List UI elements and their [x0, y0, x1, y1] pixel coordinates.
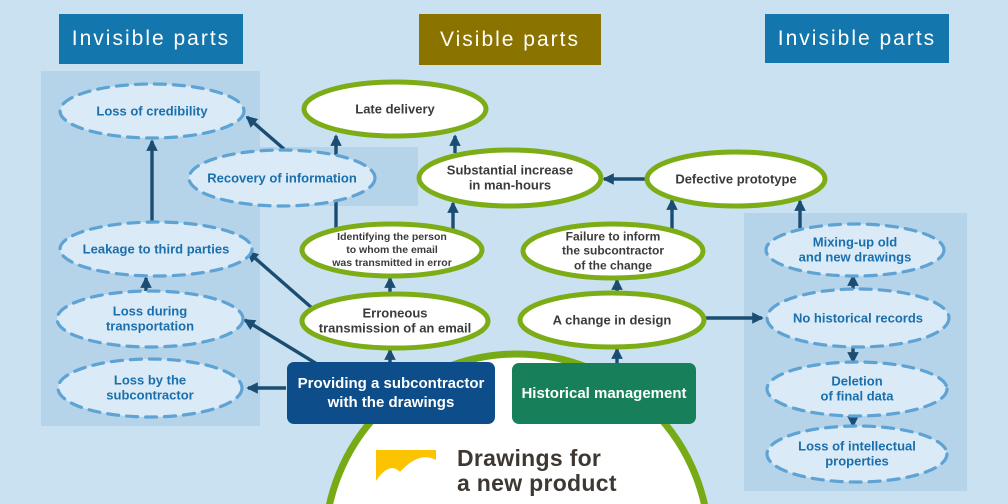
- node-failure-to-inform: [520, 221, 706, 281]
- node-identifying-person: [299, 221, 485, 279]
- label-late-delivery: Late delivery: [355, 101, 435, 117]
- header-invisible-parts-right: Invisible parts: [765, 14, 949, 63]
- node-erroneous-transmission: [299, 291, 491, 351]
- label-recovery-of-information: Recovery of information: [207, 170, 357, 186]
- label-loss-during-transportation: Loss during transportation: [105, 303, 195, 334]
- label-loss-intellectual: Loss of intellectual properties: [798, 438, 916, 469]
- box-historical-management: Historical management: [512, 363, 696, 424]
- node-defective-prototype: [644, 149, 828, 209]
- node-loss-by-subcontractor: [56, 357, 244, 419]
- box-providing-subcontractor: Providing a subcontractor with the drawi…: [287, 362, 495, 424]
- node-deletion-final-data: [765, 360, 949, 418]
- label-substantial-increase: Substantial increase in man-hours: [446, 162, 574, 193]
- node-loss-intellectual: [765, 424, 949, 484]
- node-substantial-increase: [416, 147, 604, 209]
- label-deletion-final-data: Deletion of final data: [820, 373, 894, 404]
- node-late-delivery: [301, 79, 489, 139]
- label-mixing-up-drawings: Mixing-up old and new drawings: [798, 234, 912, 265]
- label-defective-prototype: Defective prototype: [675, 171, 797, 187]
- node-loss-credibility: [58, 82, 246, 140]
- arrow-erroneous-to-leakage: [246, 250, 314, 310]
- header-invisible-parts-left: Invisible parts: [59, 14, 243, 64]
- label-loss-by-subcontractor: Loss by the subcontractor: [106, 372, 194, 403]
- label-failure-to-inform: Failure to inform the subcontractor of t…: [561, 229, 665, 273]
- node-change-in-design: [517, 290, 707, 350]
- header-visible-parts: Visible parts: [419, 14, 601, 65]
- center-node-drawings: Drawings for a new product: [375, 444, 617, 497]
- node-recovery-of-information: [187, 148, 377, 208]
- label-erroneous-transmission: Erroneous transmission of an email: [318, 305, 472, 336]
- label-no-historical-records: No historical records: [792, 310, 924, 326]
- drawing-sheet-icon: [376, 450, 436, 481]
- label-leakage-third-parties: Leakage to third parties: [82, 241, 230, 257]
- node-no-historical-records: [765, 287, 951, 349]
- node-mixing-up-drawings: [764, 222, 946, 278]
- label-loss-credibility: Loss of credibility: [96, 103, 208, 119]
- node-loss-during-transportation: [55, 289, 245, 349]
- center-node-title: Drawings for a new product: [457, 445, 617, 497]
- arrow-recovery-to-credibility: [245, 115, 286, 151]
- node-leakage-third-parties: [58, 220, 254, 278]
- label-identifying-person: Identifying the person to whom the email…: [332, 230, 452, 269]
- label-change-in-design: A change in design: [552, 312, 672, 328]
